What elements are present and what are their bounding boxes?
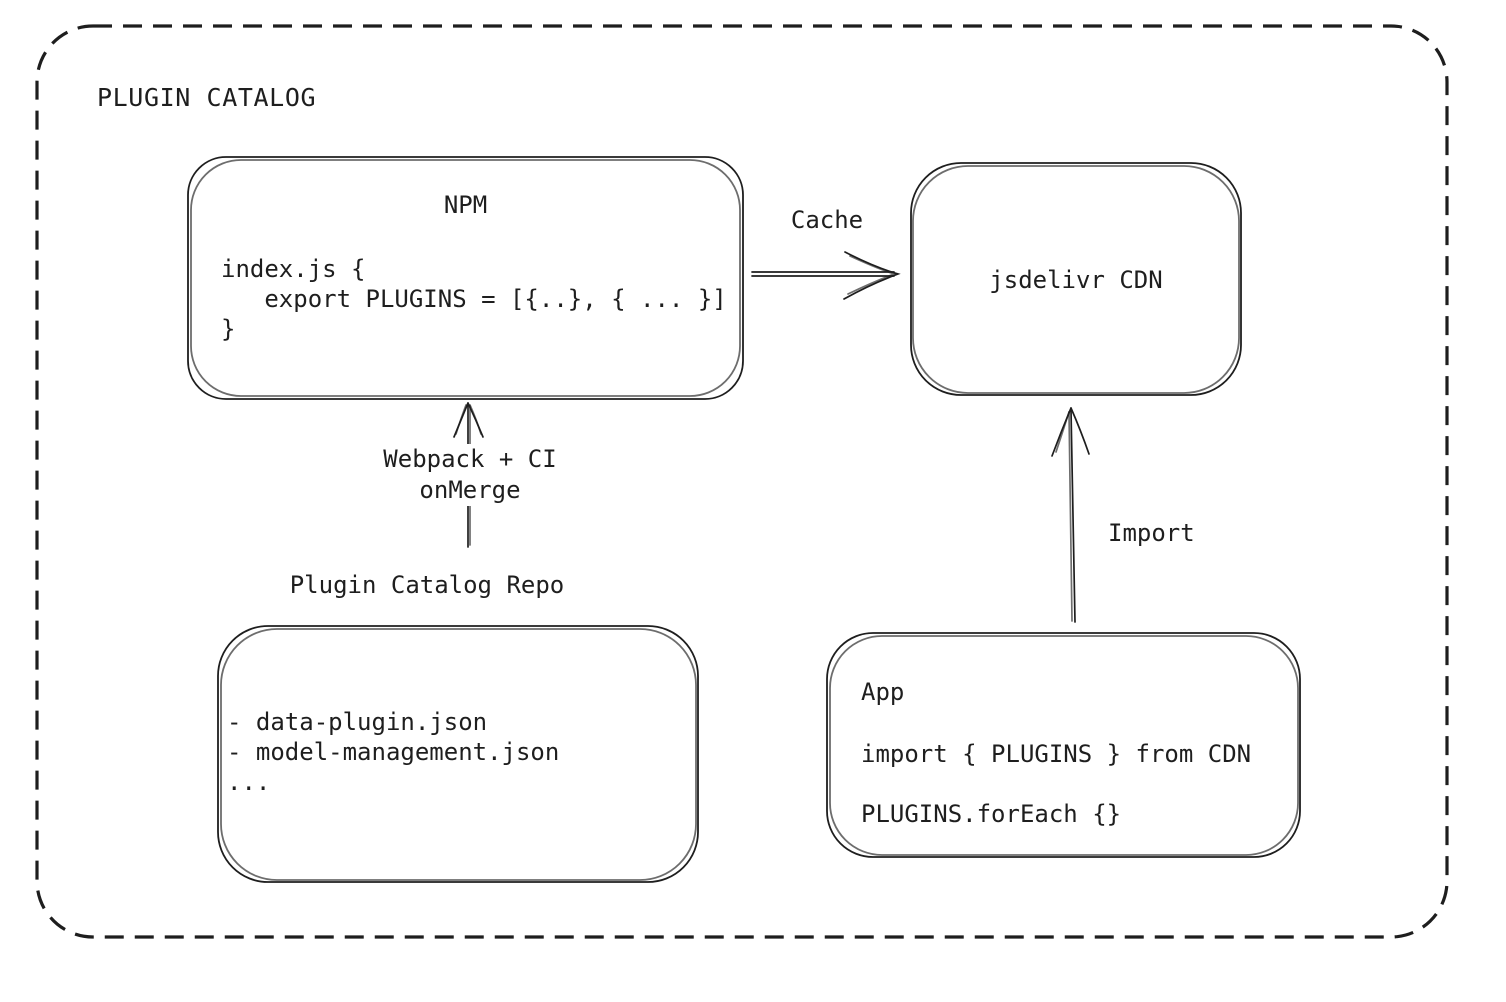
build-arrow-label: Webpack + CI onMerge [368,444,572,506]
cdn-box-label: jsdelivr CDN [989,266,1163,294]
npm-box-title: NPM [443,191,488,219]
repo-contents: - data-plugin.json - model-management.js… [227,708,560,796]
cdn-box-outline [910,162,1242,396]
import-arrow [1051,407,1090,623]
app-box-outline [826,632,1301,858]
catalog-boundary-border [35,24,1449,939]
import-arrow-label: Import [1108,519,1195,547]
cache-arrow [751,251,901,300]
app-import-line: import { PLUGINS } from CDN [861,740,1252,768]
repo-box-label: Plugin Catalog Repo [289,571,565,599]
app-box-title: App [861,678,905,706]
cache-arrow-label: Cache [790,206,864,234]
npm-box-outline [187,156,744,400]
npm-code-block: index.js { export PLUGINS = [{..}, { ...… [221,255,727,343]
app-foreach-line: PLUGINS.forEach {} [861,800,1122,828]
repo-box-outline [217,625,699,883]
catalog-title: PLUGIN CATALOG [97,83,317,112]
